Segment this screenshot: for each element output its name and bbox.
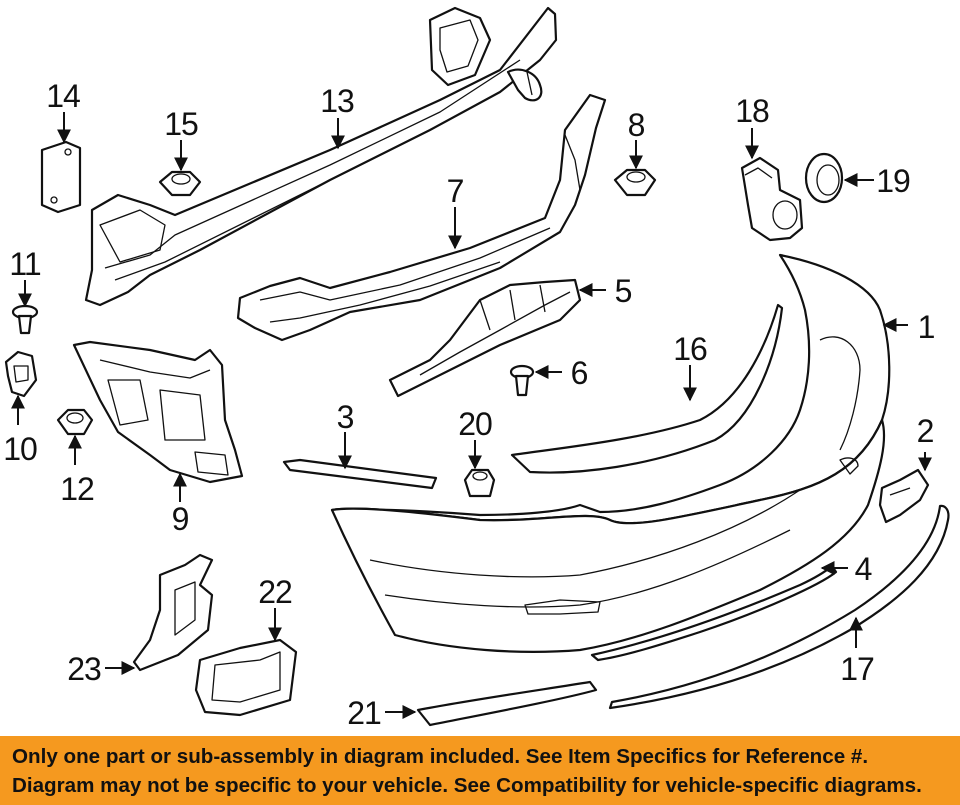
part-11-screw <box>11 304 39 335</box>
callout-12: 12 <box>60 471 94 507</box>
part-14-plate <box>40 140 82 214</box>
part-17-diffuser-strip <box>608 504 950 710</box>
part-20-clip <box>463 468 496 498</box>
part-2-small-bracket <box>878 468 930 524</box>
disclaimer-banner: Only one part or sub-assembly in diagram… <box>0 736 960 805</box>
part-21-trim <box>416 680 598 727</box>
callout-6: 6 <box>571 355 588 391</box>
callout-8: 8 <box>628 107 645 143</box>
callout-17: 17 <box>840 651 874 687</box>
disclaimer-line-1: Only one part or sub-assembly in diagram… <box>12 745 869 768</box>
part-3-strip <box>282 458 438 490</box>
part-1-bumper-cover <box>330 253 891 653</box>
callout-9: 9 <box>172 501 189 537</box>
part-9-side-bracket <box>72 340 244 484</box>
parts-diagram: 1 2 3 4 5 6 7 8 9 10 11 12 13 14 15 16 1… <box>3 6 950 731</box>
part-23-bracket <box>132 553 214 672</box>
part-6-screw <box>509 364 535 397</box>
callout-numbers: 1 2 3 4 5 6 7 8 9 10 11 12 13 14 15 16 1… <box>3 78 935 731</box>
callout-22: 22 <box>258 574 292 610</box>
callout-16: 16 <box>673 331 707 367</box>
part-5-bracket <box>388 278 582 398</box>
part-7-energy-absorber <box>236 93 607 342</box>
callout-20: 20 <box>458 406 492 442</box>
disclaimer-line-2: Diagram may not be specific to your vehi… <box>12 774 922 797</box>
part-4-lower-strip <box>590 564 838 662</box>
part-16-trim-strip <box>510 303 784 474</box>
callout-2: 2 <box>917 413 934 449</box>
callout-arrows <box>11 112 932 719</box>
callout-18: 18 <box>735 93 769 129</box>
callout-1: 1 <box>918 309 935 345</box>
part-10-clip <box>4 350 38 398</box>
part-8-nut <box>613 168 657 197</box>
callout-23: 23 <box>67 651 101 687</box>
part-13-reinforcement-bar <box>84 6 558 307</box>
part-15-nut <box>158 170 202 197</box>
callout-19: 19 <box>876 163 910 199</box>
callout-21: 21 <box>347 695 381 731</box>
callout-5: 5 <box>615 273 632 309</box>
part-22-cover <box>194 638 298 717</box>
callout-10: 10 <box>3 431 37 467</box>
callout-13: 13 <box>320 83 354 119</box>
callout-15: 15 <box>164 106 198 142</box>
callout-4: 4 <box>855 551 872 587</box>
part-12-nut <box>56 408 94 436</box>
callout-7: 7 <box>447 173 464 209</box>
callout-3: 3 <box>337 399 354 435</box>
part-18-sensor <box>740 156 804 242</box>
callout-11: 11 <box>9 246 40 282</box>
callout-14: 14 <box>46 78 80 114</box>
part-19-grommet <box>804 152 844 204</box>
